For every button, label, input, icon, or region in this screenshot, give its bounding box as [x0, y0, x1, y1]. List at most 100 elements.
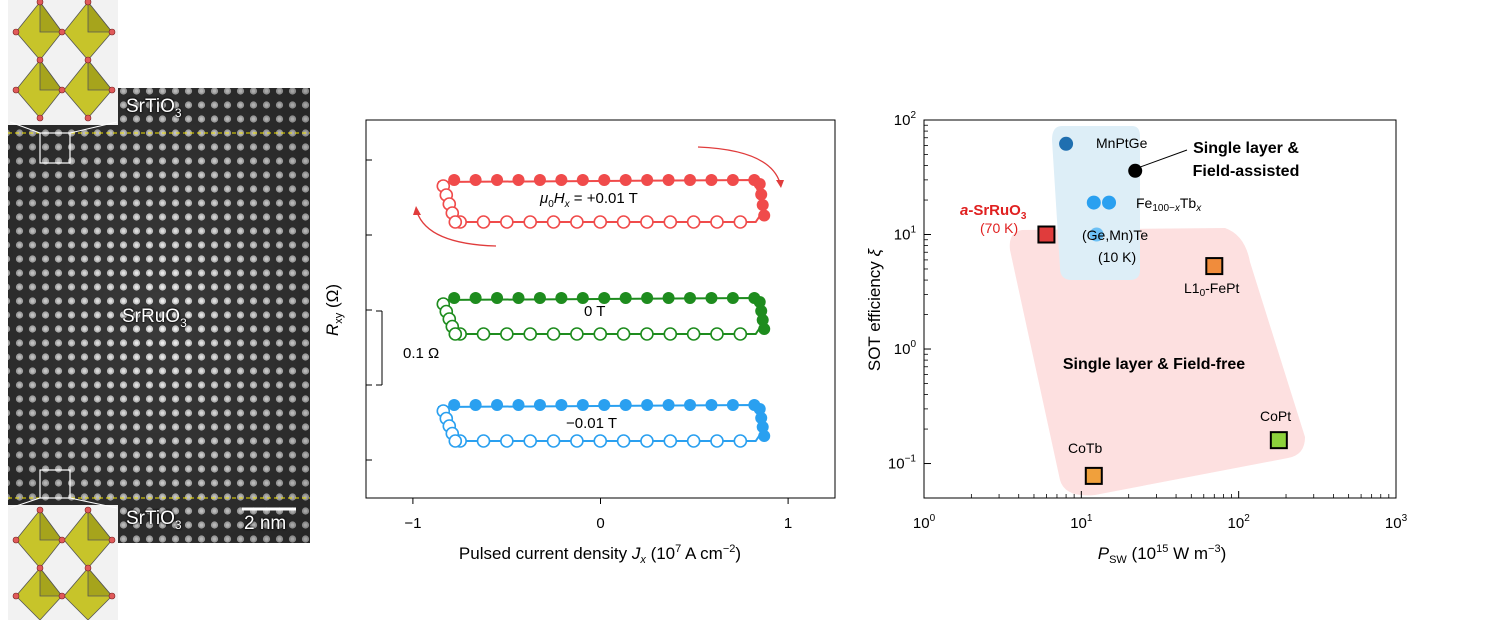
loop-point-upper: [641, 174, 654, 186]
loop-point-edge: [758, 430, 771, 442]
loop-point-lower: [640, 434, 654, 448]
loop-point-upper: [662, 174, 675, 186]
label-mnptge: MnPtGe: [1096, 135, 1148, 151]
loop-point-upper: [448, 174, 461, 186]
label-srruo3: a-SrRuO3: [960, 202, 1027, 222]
sot-points: [1037, 136, 1288, 485]
label-gemnte-1: (Ge,Mn)Te: [1082, 227, 1148, 243]
region-field-assisted-label-2: Field-assisted: [1193, 163, 1300, 180]
loop-point-lower: [523, 327, 538, 341]
series-label-zero: 0 T: [584, 303, 605, 320]
series-label-positive: μ0Hx = +0.01 T: [539, 190, 638, 210]
loop-x-axis-label: Pulsed current density Jx (107 A cm−2): [459, 543, 741, 566]
loop-point-upper: [576, 174, 589, 186]
sot-x-axis-label: PSW (1015 W m−3): [1098, 543, 1227, 566]
sot-point-square: [1037, 225, 1056, 244]
loop-point-lower: [500, 215, 514, 229]
label-fept: L10-FePt: [1184, 280, 1239, 299]
loop-point-lower: [546, 327, 561, 341]
sot-point-circle: [1102, 195, 1117, 210]
sot-point-circle: [1059, 136, 1074, 151]
loop-point-upper: [448, 399, 461, 411]
loop-x-tick-label: 0: [596, 515, 604, 532]
resistance-scale-bar: [376, 310, 383, 386]
loop-point-left: [448, 327, 463, 341]
arrow-bottom-left: [416, 211, 497, 247]
loop-point-upper: [705, 174, 718, 186]
sot-y-axis-label: SOT efficiency ξ: [865, 247, 884, 371]
loop-point-upper: [619, 174, 632, 186]
loop-point-upper: [555, 399, 568, 411]
loop-series-group: [436, 174, 771, 448]
field-assisted-connector: [1131, 149, 1188, 171]
loop-point-upper: [576, 292, 589, 304]
sot-plot-frame: [923, 119, 1397, 499]
loop-point-lower: [616, 327, 631, 341]
region-field-free-label: Single layer & Field-free: [1063, 356, 1245, 373]
arrow-top-right: [697, 146, 781, 184]
loop-point-upper: [662, 292, 675, 304]
label-srtio3-bottom: SrTiO3: [126, 508, 182, 532]
loop-point-upper: [641, 292, 654, 304]
scale-bar-label: 2 nm: [244, 513, 287, 534]
loop-point-upper: [448, 292, 461, 304]
loop-point-lower: [733, 215, 748, 229]
loop-point-lower: [663, 434, 678, 448]
loop-point-upper: [533, 399, 546, 411]
loop-point-lower: [616, 434, 631, 448]
loop-point-lower: [593, 215, 608, 229]
loop-point-lower: [710, 327, 724, 341]
loop-point-lower: [663, 215, 678, 229]
loop-point-upper: [684, 292, 697, 304]
top-octahedra-structure: [12, 0, 116, 122]
loop-point-lower: [663, 327, 678, 341]
loop-point-lower: [640, 327, 654, 341]
loop-point-upper: [598, 292, 611, 304]
sot-x-tick-label: 101: [1070, 513, 1093, 532]
loop-point-upper: [598, 399, 611, 411]
loop-point-lower: [476, 434, 491, 448]
label-copt: CoPt: [1260, 408, 1291, 424]
loop-series-0: [436, 174, 771, 229]
loop-point-edge: [758, 209, 771, 222]
label-srruo3: SrRuO3: [122, 306, 187, 330]
loop-point-upper: [684, 399, 697, 411]
sot-x-tick-label: 103: [1385, 513, 1408, 532]
sot-y-tick-label: 10−1: [888, 454, 917, 473]
loop-series-2: [436, 399, 771, 448]
loop-x-tick-label: 1: [784, 515, 792, 532]
loop-point-upper: [726, 292, 739, 304]
sot-y-tick-label: 101: [894, 225, 917, 244]
loop-point-upper: [469, 292, 482, 304]
loop-point-lower: [616, 215, 631, 229]
sot-point-square: [1205, 257, 1224, 276]
loop-point-upper: [555, 174, 568, 186]
sot-x-tick-label: 100: [913, 513, 936, 532]
sot-point-circle: [1089, 227, 1104, 242]
loop-point-left: [448, 215, 463, 229]
loop-point-upper: [619, 292, 632, 304]
loop-point-lower: [640, 215, 654, 229]
loop-point-lower: [593, 434, 608, 448]
loop-point-upper: [705, 399, 718, 411]
loop-point-upper: [705, 292, 718, 304]
loop-point-upper: [512, 174, 525, 186]
loop-point-left: [448, 434, 463, 448]
loop-point-edge: [758, 323, 771, 335]
loop-point-upper: [512, 292, 525, 304]
tem-figure: [8, 0, 310, 621]
loop-point-upper: [726, 174, 739, 186]
loop-point-edge: [756, 421, 769, 433]
loop-point-lower: [546, 215, 561, 229]
sot-point-circle: [1128, 163, 1143, 178]
loop-point-upper: [491, 399, 504, 411]
loop-point-lower: [476, 215, 491, 229]
loop-point-upper: [555, 292, 568, 304]
loop-point-lower: [686, 215, 701, 229]
